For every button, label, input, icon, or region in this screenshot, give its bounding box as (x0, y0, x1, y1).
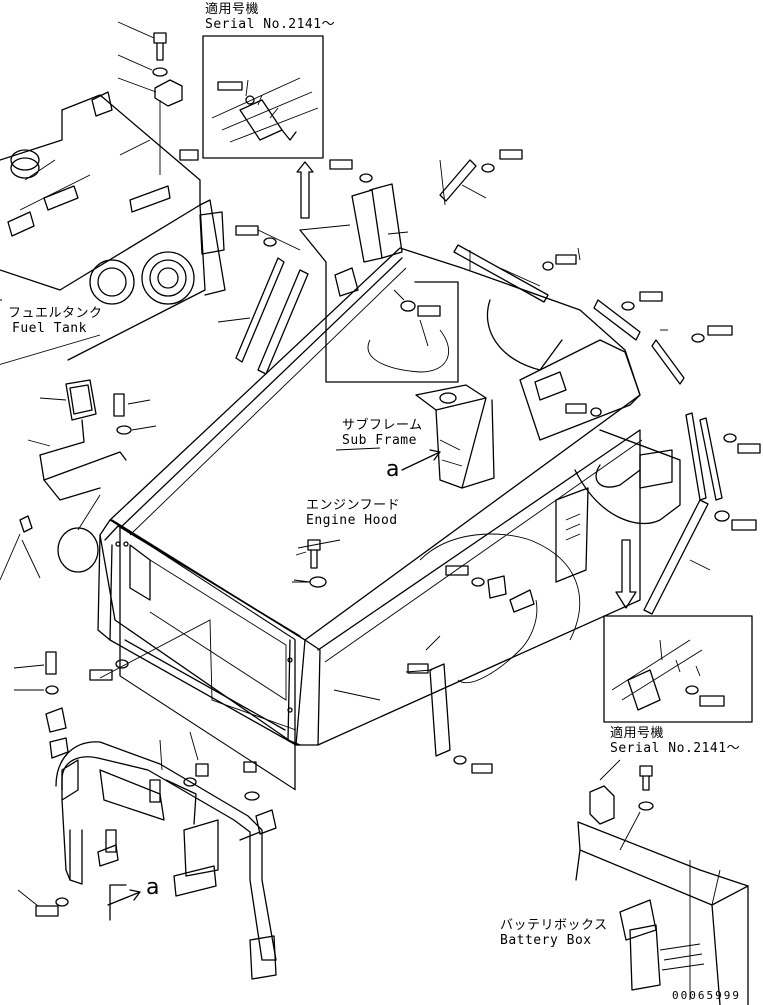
sub-frame-label-jp: サブフレーム (342, 418, 423, 433)
serial-label-top-en: Serial No.2141～ (205, 17, 336, 32)
upper-right-parts (453, 244, 733, 385)
fuel-tank (0, 91, 226, 361)
center-top-parts (329, 149, 523, 263)
fuel-tank-bolts (117, 21, 183, 175)
engine-hood-label: エンジンフード Engine Hood (306, 498, 400, 528)
sub-frame (415, 384, 495, 489)
serial-label-right: 適用号機 Serial No.2141～ (610, 726, 740, 756)
serial-label-top-jp: 適用号機 (205, 2, 260, 17)
up-arrow-icon (296, 161, 314, 219)
sub-frame-label: サブフレーム Sub Frame (342, 418, 423, 448)
right-seal-strips (643, 412, 761, 615)
serial-label-right-jp: 適用号機 (610, 726, 665, 741)
engine-hood-label-en: Engine Hood (306, 513, 398, 528)
document-number: 00065999 (672, 989, 741, 1002)
left-seal-strips (217, 225, 309, 375)
sub-frame-label-en: Sub Frame (342, 433, 417, 448)
ref-a-upper: a (386, 457, 400, 482)
fuel-tank-label-jp: フュエルタンク (8, 306, 103, 321)
ref-a-lower: a (146, 875, 160, 900)
fuel-tank-label: フュエルタンク Fuel Tank (8, 306, 103, 336)
harness-parts (407, 533, 581, 774)
battery-box-label-en: Battery Box (500, 933, 592, 948)
fuel-tank-label-en: Fuel Tank (12, 321, 87, 336)
mirror-assembly (0, 379, 157, 581)
engine-hood-label-jp: エンジンフード (306, 498, 401, 513)
ref-arrow-upper (401, 449, 441, 471)
right-inset-outline (574, 429, 681, 525)
serial-label-right-en: Serial No.2141～ (610, 741, 741, 756)
battery-box-label: バッテリボックス Battery Box (500, 918, 608, 948)
battery-box (575, 759, 749, 1005)
engine-hood-body (97, 247, 643, 791)
subframe-inset (299, 224, 459, 383)
guard-rail-assembly (13, 651, 277, 980)
ref-arrow-lower (107, 884, 141, 921)
battery-box-label-jp: バッテリボックス (500, 918, 608, 933)
down-arrow-icon (615, 539, 637, 609)
inset-right (603, 615, 753, 723)
inset-top (202, 35, 324, 159)
serial-label-top: 適用号機 Serial No.2141～ (205, 2, 335, 32)
